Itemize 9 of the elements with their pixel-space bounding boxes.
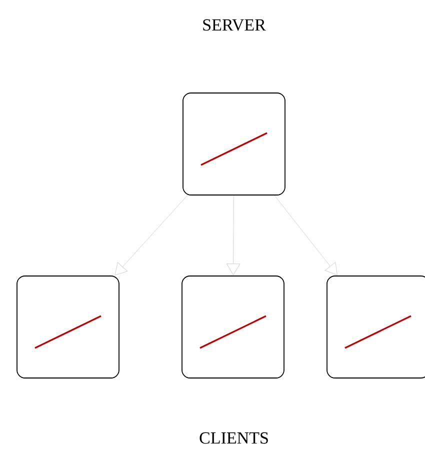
image-box: [326, 276, 425, 378]
heading-label: CLIENTS: [200, 432, 268, 444]
arrow: [226, 195, 240, 276]
arrow: [114, 195, 188, 276]
image-box: [16, 276, 120, 378]
arrow: [274, 195, 338, 276]
heading-label: SERVER: [203, 19, 266, 31]
image-box: [182, 276, 284, 378]
image-box: [182, 92, 286, 196]
